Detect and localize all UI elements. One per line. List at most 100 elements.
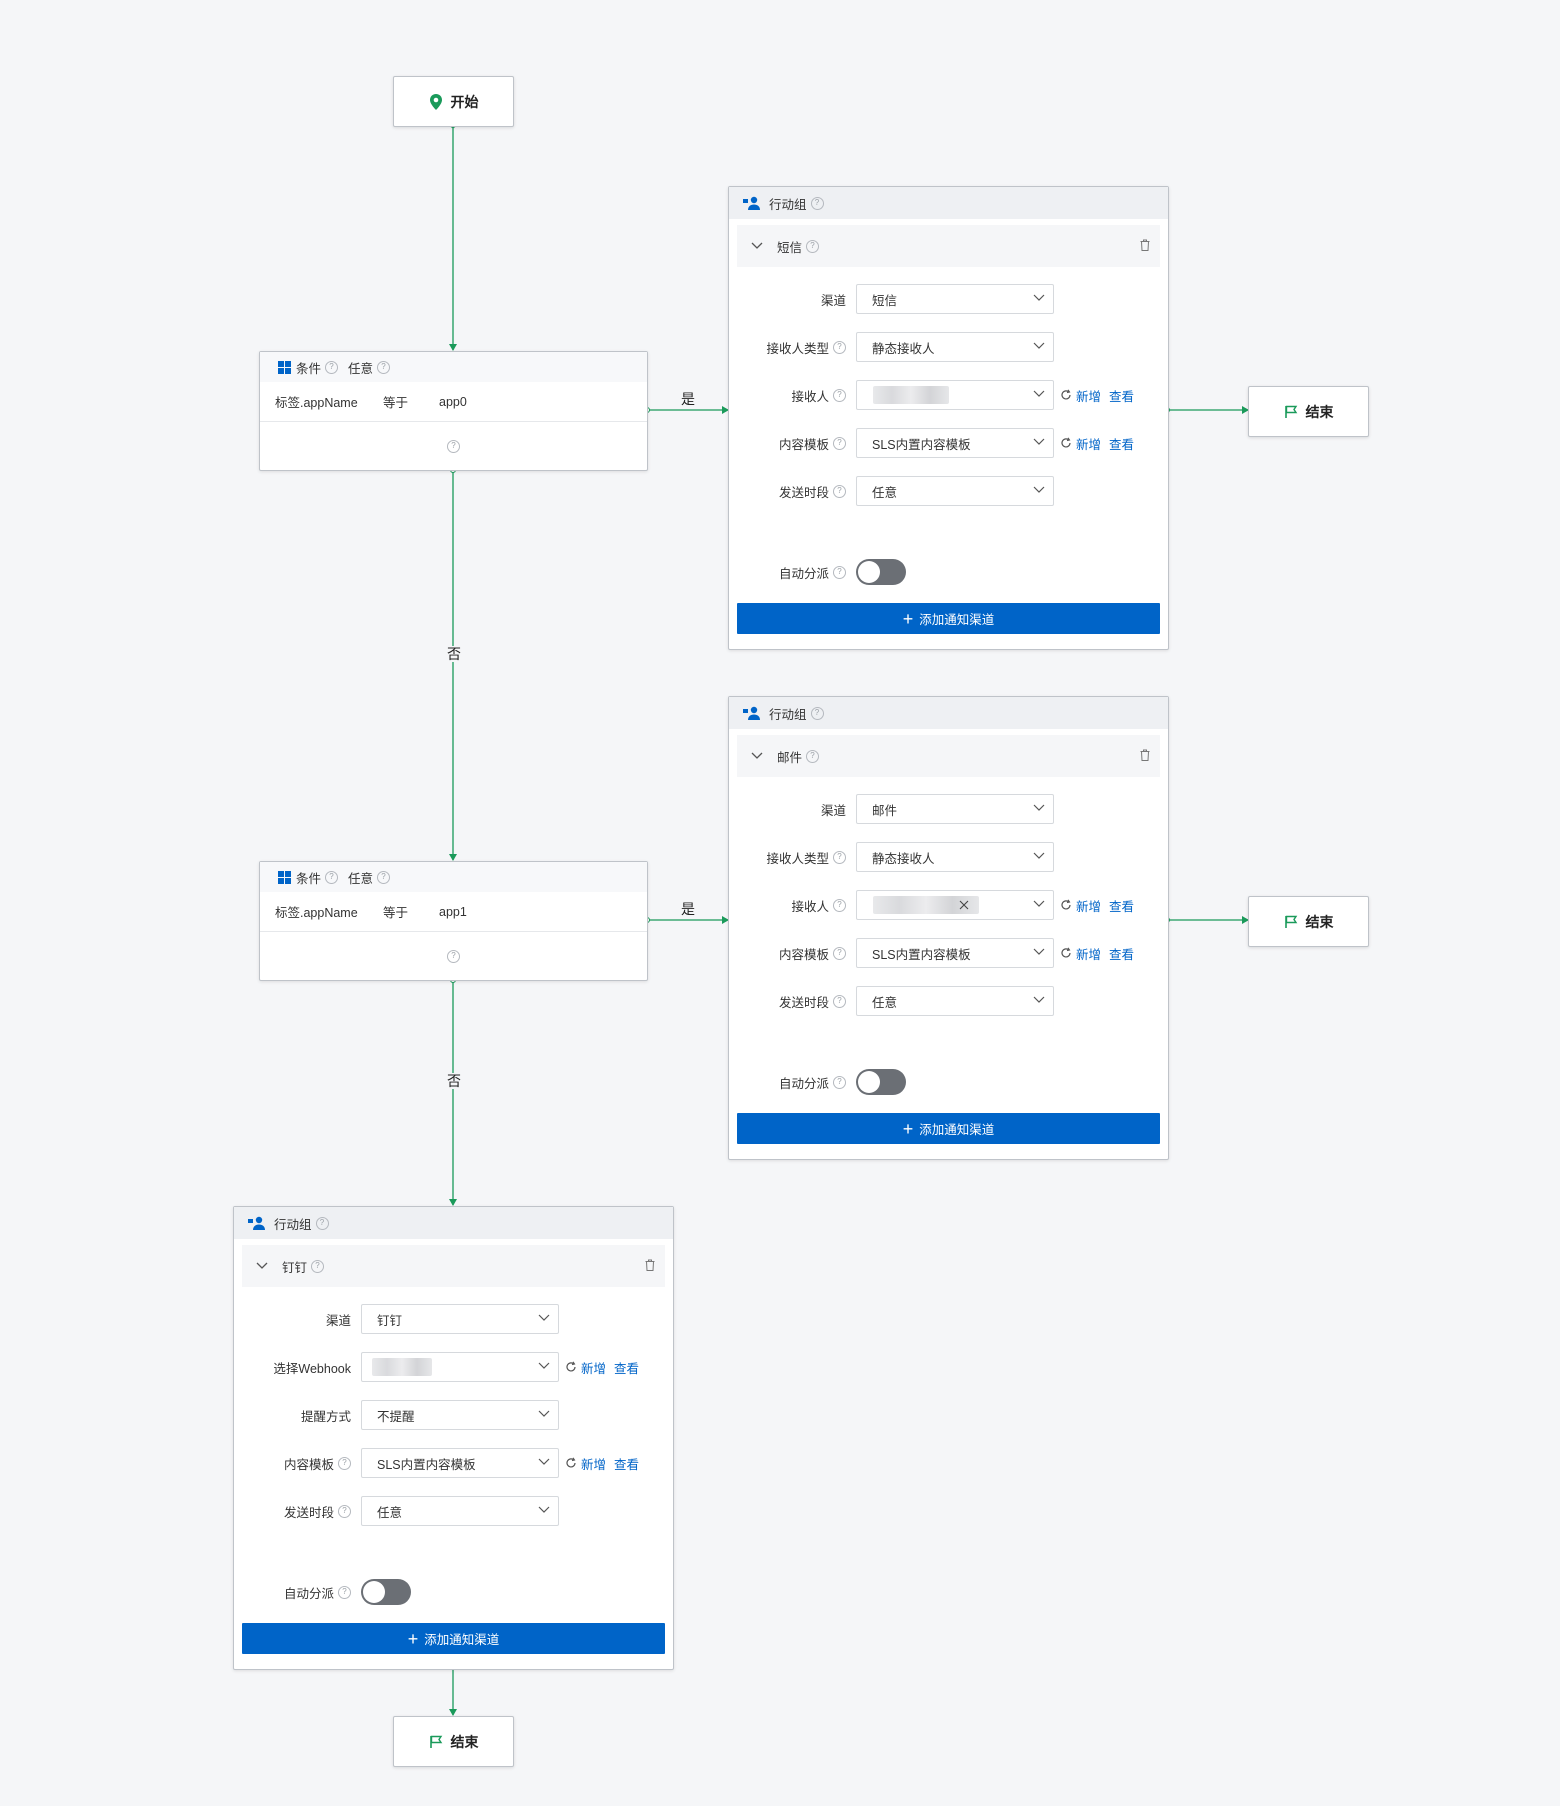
help-icon[interactable]: ? [325, 870, 339, 884]
action-group-dingtalk[interactable]: 行动组 ? 钉钉 ? 渠道 钉钉 选择Webhook 新 [233, 1206, 674, 1670]
channel-panel-header[interactable]: 邮件 ? [737, 735, 1160, 777]
view-template-link[interactable]: 查看 [1109, 947, 1135, 962]
new-template-link[interactable]: 新增 [1076, 437, 1102, 452]
help-icon[interactable]: ? [833, 388, 846, 402]
help-icon[interactable]: ? [833, 565, 846, 579]
help-icon[interactable]: ? [311, 1259, 325, 1273]
condition-rule[interactable]: 标签.appName 等于 app1 [260, 892, 647, 932]
help-icon[interactable]: ? [810, 196, 824, 210]
receiver-select[interactable] [856, 890, 1054, 920]
channel-panel-header[interactable]: 钉钉 ? [242, 1245, 665, 1287]
condition-node[interactable]: 条件 ? 任意 ? 标签.appName 等于 app0 ? [259, 351, 648, 471]
help-icon[interactable]: ? [833, 898, 846, 912]
refresh-icon[interactable] [1060, 437, 1072, 449]
new-template-link[interactable]: 新增 [1076, 947, 1102, 962]
help-icon[interactable]: ? [833, 850, 846, 864]
template-select[interactable]: SLS内置内容模板 [361, 1448, 559, 1478]
help-icon[interactable]: ? [806, 239, 820, 253]
action-group-email[interactable]: 行动组 ? 邮件 ? 渠道 邮件 接收人类型? 静态接收人 接收人? [728, 696, 1169, 1160]
template-select[interactable]: SLS内置内容模板 [856, 938, 1054, 968]
flag-icon [429, 1735, 443, 1749]
start-node[interactable]: 开始 [393, 76, 514, 127]
condition-node[interactable]: 条件 ? 任意 ? 标签.appName 等于 app1 ? [259, 861, 648, 981]
end-node[interactable]: 结束 [393, 1716, 514, 1767]
chevron-down-icon[interactable] [256, 1262, 268, 1270]
auto-assign-toggle[interactable] [856, 1069, 906, 1095]
close-icon[interactable] [959, 900, 969, 910]
chevron-down-icon[interactable] [751, 752, 763, 760]
new-template-link[interactable]: 新增 [581, 1457, 607, 1472]
channel-select[interactable]: 钉钉 [361, 1304, 559, 1334]
trash-icon[interactable] [645, 1259, 655, 1271]
help-icon[interactable]: ? [325, 360, 339, 374]
condition-rule[interactable]: 标签.appName 等于 app0 [260, 382, 647, 422]
add-channel-button[interactable]: + 添加通知渠道 [737, 1113, 1160, 1144]
refresh-icon[interactable] [565, 1361, 577, 1373]
add-channel-button[interactable]: + 添加通知渠道 [242, 1623, 665, 1654]
help-icon[interactable]: ? [338, 1456, 351, 1470]
receiver-type-select[interactable]: 静态接收人 [856, 842, 1054, 872]
receiver-row: 接收人? 新增 查看 [729, 371, 1168, 419]
rule-operator: 等于 [383, 906, 409, 920]
receiver-select[interactable] [856, 380, 1054, 410]
view-template-link[interactable]: 查看 [614, 1457, 640, 1472]
help-icon[interactable]: ? [833, 1075, 846, 1089]
condition-mode[interactable]: 任意 [348, 361, 374, 376]
action-group-title: 行动组 [769, 707, 807, 722]
help-icon[interactable]: ? [377, 360, 391, 374]
new-receiver-link[interactable]: 新增 [1076, 389, 1102, 404]
help-icon[interactable]: ? [833, 946, 846, 960]
auto-assign-toggle[interactable] [361, 1579, 411, 1605]
receiver-type-select[interactable]: 静态接收人 [856, 332, 1054, 362]
webhook-select[interactable] [361, 1352, 559, 1382]
trash-icon[interactable] [1140, 239, 1150, 251]
template-value: SLS内置内容模板 [872, 437, 971, 452]
action-group-sms[interactable]: 行动组 ? 短信 ? 渠道 短信 接收人类型? 静态接收人 接收人? [728, 186, 1169, 650]
view-receiver-link[interactable]: 查看 [1109, 389, 1135, 404]
help-icon[interactable]: ? [833, 484, 846, 498]
channel-select[interactable]: 邮件 [856, 794, 1054, 824]
help-icon[interactable]: ? [447, 949, 460, 963]
template-select[interactable]: SLS内置内容模板 [856, 428, 1054, 458]
help-icon[interactable]: ? [806, 749, 820, 763]
help-icon[interactable]: ? [377, 870, 391, 884]
view-template-link[interactable]: 查看 [1109, 437, 1135, 452]
end-node[interactable]: 结束 [1248, 896, 1369, 947]
help-icon[interactable]: ? [447, 439, 460, 453]
action-group-header: 行动组 ? [234, 1207, 673, 1239]
help-icon[interactable]: ? [315, 1216, 329, 1230]
auto-assign-toggle[interactable] [856, 559, 906, 585]
chevron-down-icon[interactable] [751, 242, 763, 250]
auto-assign-row: 自动分派? [234, 1535, 673, 1607]
template-label: 内容模板 [778, 947, 829, 962]
help-icon[interactable]: ? [833, 994, 846, 1008]
period-select[interactable]: 任意 [856, 986, 1054, 1016]
refresh-icon[interactable] [565, 1457, 577, 1469]
channel-panel-header[interactable]: 短信 ? [737, 225, 1160, 267]
refresh-icon[interactable] [1060, 947, 1072, 959]
end-node[interactable]: 结束 [1248, 386, 1369, 437]
help-icon[interactable]: ? [338, 1504, 351, 1518]
channel-label: 渠道 [820, 803, 846, 818]
add-channel-button[interactable]: + 添加通知渠道 [737, 603, 1160, 634]
help-icon[interactable]: ? [833, 436, 846, 450]
remind-select[interactable]: 不提醒 [361, 1400, 559, 1430]
channel-select[interactable]: 短信 [856, 284, 1054, 314]
view-receiver-link[interactable]: 查看 [1109, 899, 1135, 914]
refresh-icon[interactable] [1060, 389, 1072, 401]
refresh-icon[interactable] [1060, 899, 1072, 911]
end-label: 结束 [1305, 913, 1334, 930]
help-icon[interactable]: ? [338, 1585, 351, 1599]
webhook-value-redacted [372, 1358, 432, 1376]
trash-icon[interactable] [1140, 749, 1150, 761]
new-receiver-link[interactable]: 新增 [1076, 899, 1102, 914]
channel-label: 渠道 [325, 1313, 351, 1328]
condition-mode[interactable]: 任意 [348, 871, 374, 886]
new-webhook-link[interactable]: 新增 [581, 1361, 607, 1376]
help-icon[interactable]: ? [833, 340, 846, 354]
help-icon[interactable]: ? [810, 706, 824, 720]
period-select[interactable]: 任意 [361, 1496, 559, 1526]
edge-label-yes: 是 [679, 901, 697, 917]
view-webhook-link[interactable]: 查看 [614, 1361, 640, 1376]
period-select[interactable]: 任意 [856, 476, 1054, 506]
